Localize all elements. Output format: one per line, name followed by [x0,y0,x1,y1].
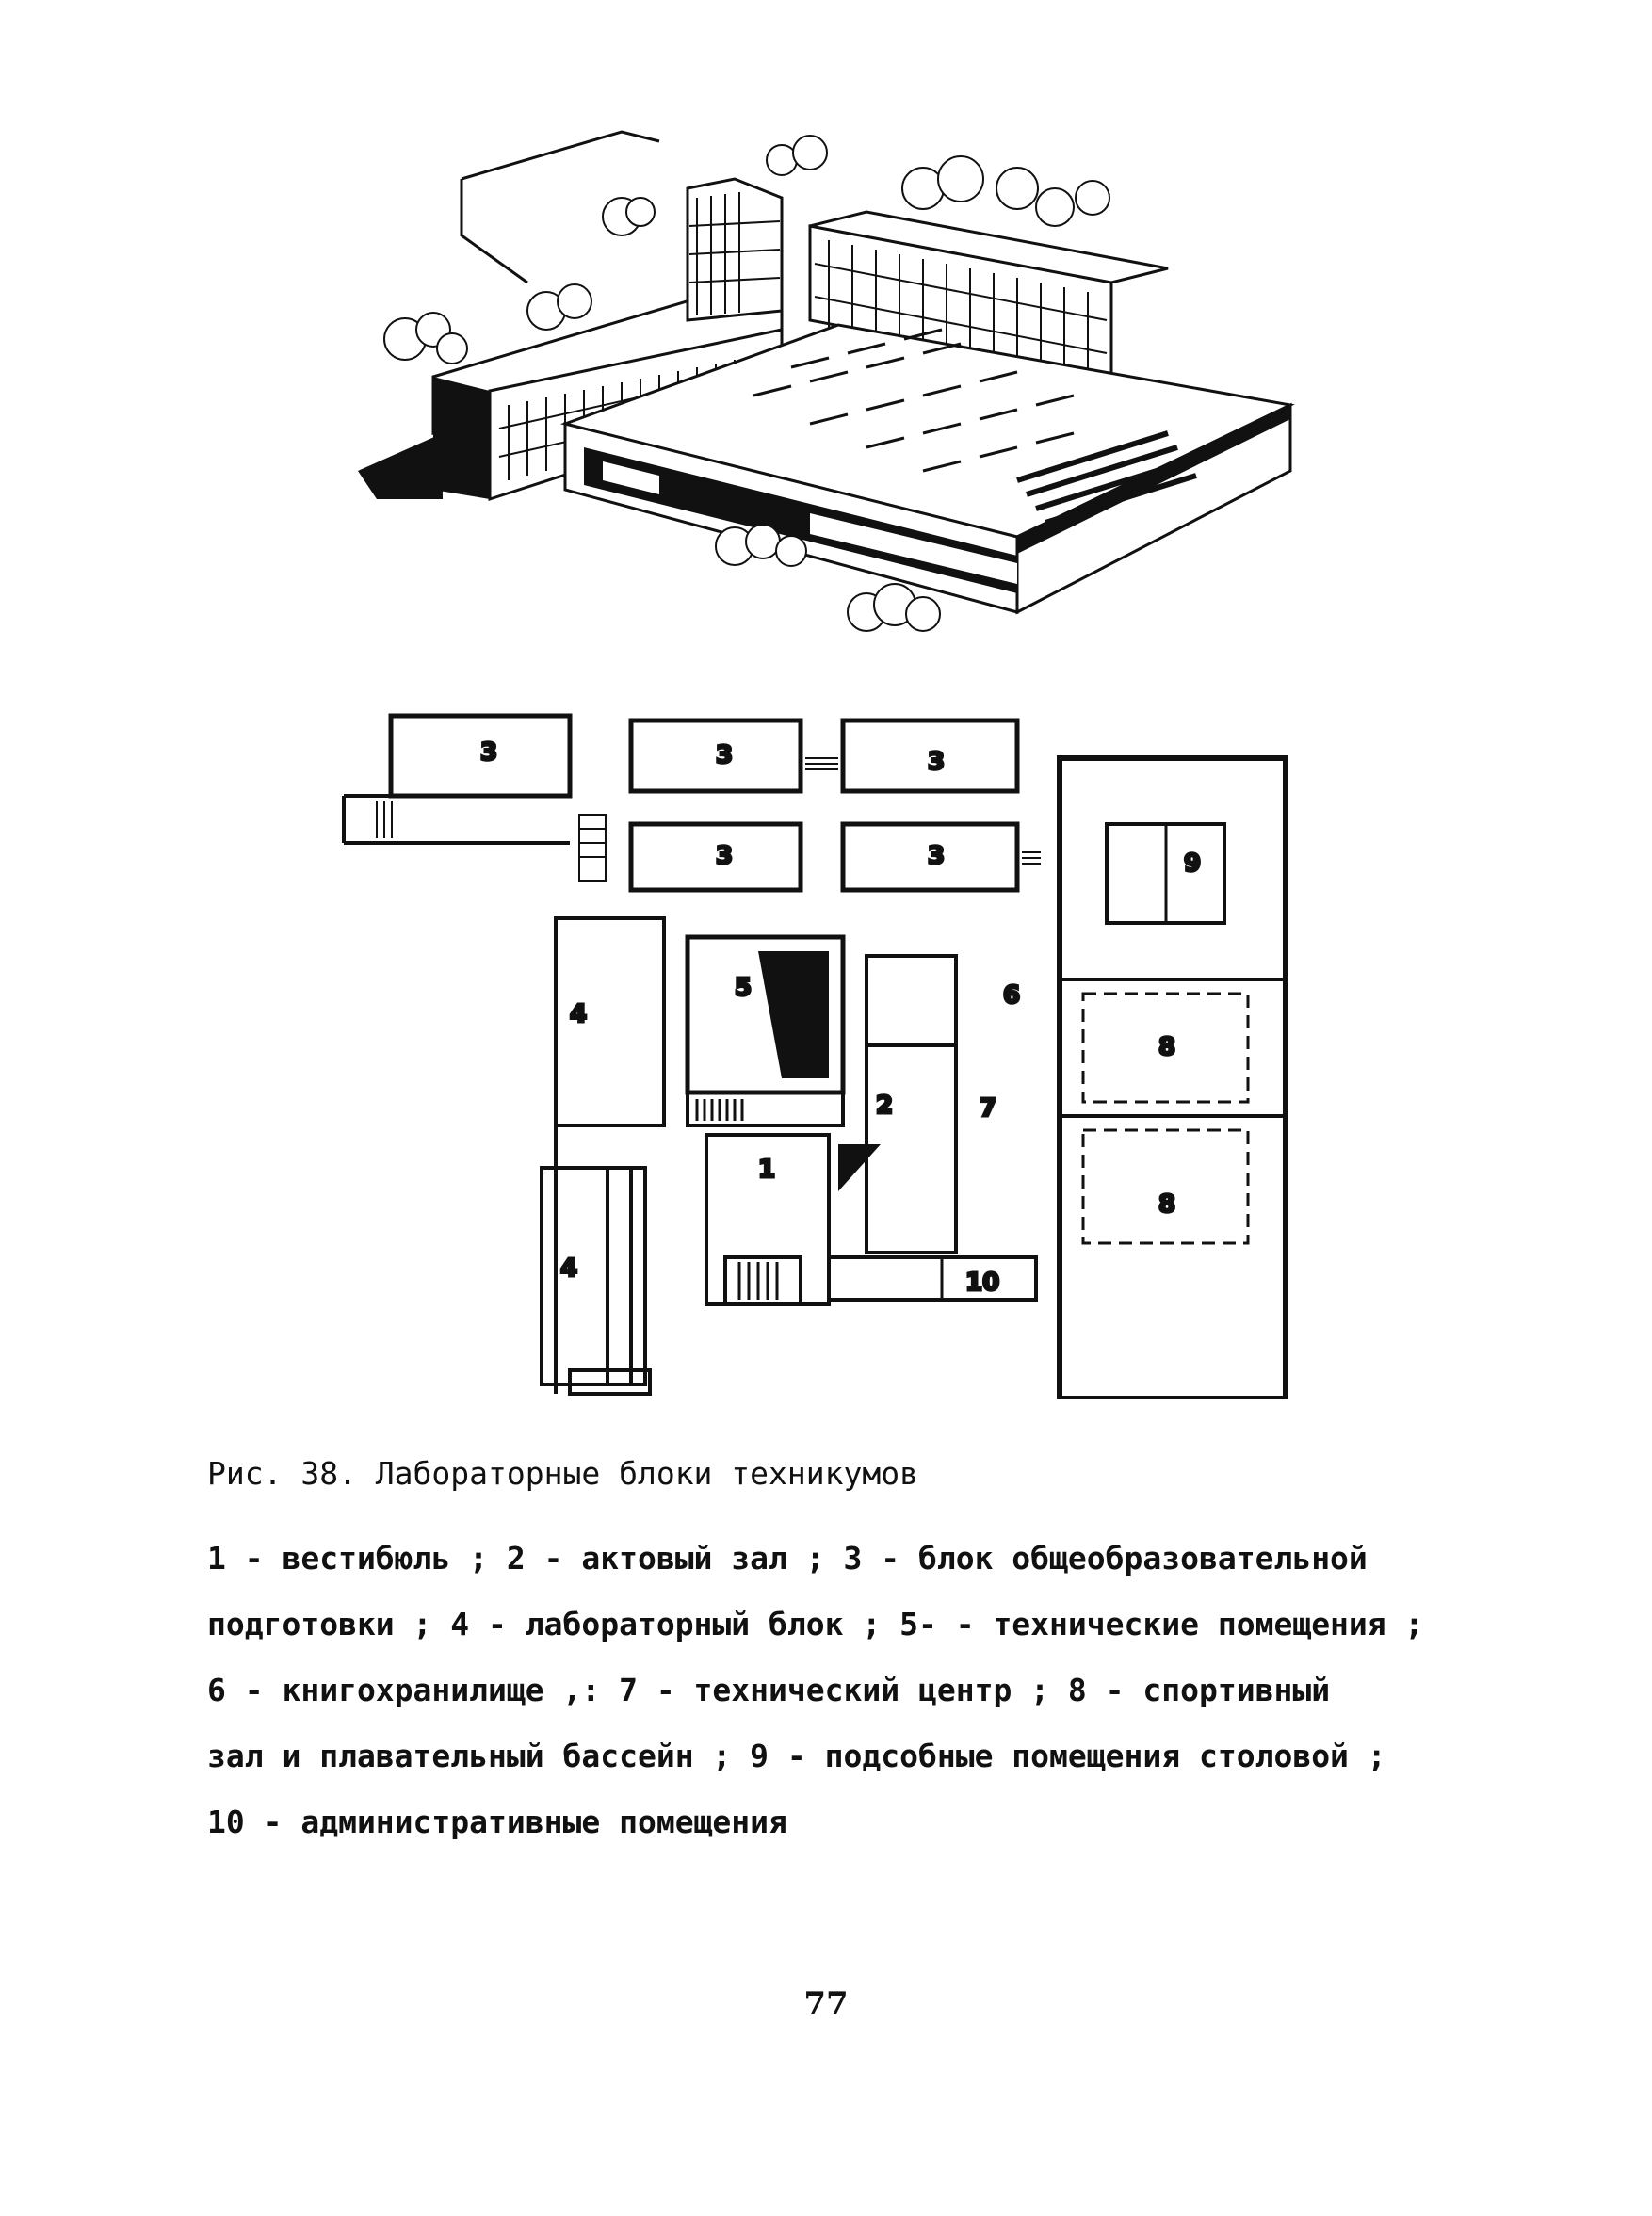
legend-line: подготовки ; 4 - лабораторный блок ; 5- … [207,1606,1424,1642]
plan-label-3: 3 [716,842,733,870]
plan-label-6: 6 [1003,981,1020,1010]
page-number: 77 [803,1985,849,2023]
plan-label-9: 9 [1184,849,1201,878]
plan-label-3: 3 [480,738,497,767]
legend-line: 6 - книгохранилище ,: 7 - технический це… [207,1672,1331,1708]
legend-line: зал и плавательный бассейн ; 9 - подсобн… [207,1738,1386,1774]
figure-caption: Рис. 38. Лабораторные блоки техникумов 1… [207,1455,1469,1855]
caption-title: Рис. 38. Лабораторные блоки техникумов [207,1455,918,1492]
plan-label-4: 4 [570,1000,587,1028]
legend-line: 1 - вестибюль ; 2 - актовый зал ; 3 - бл… [207,1540,1368,1577]
floor-plan: 3 3 3 3 3 4 4 5 6 2 7 1 9 8 8 10 [342,713,1288,1399]
legend-line: 10 - административные помещения [207,1804,787,1840]
plan-label-8: 8 [1158,1033,1175,1061]
plan-label-3: 3 [928,842,945,870]
plan-label-1: 1 [758,1156,775,1184]
plan-label-3: 3 [928,748,945,776]
plan-label-5: 5 [735,974,752,1002]
axonometric-building-drawing [358,130,1295,632]
plan-label-8: 8 [1158,1190,1175,1219]
plan-label-10: 10 [965,1269,999,1297]
plan-label-3: 3 [716,741,733,769]
plan-label-2: 2 [876,1092,893,1120]
plan-label-4: 4 [560,1254,577,1283]
plan-label-7: 7 [980,1094,996,1123]
